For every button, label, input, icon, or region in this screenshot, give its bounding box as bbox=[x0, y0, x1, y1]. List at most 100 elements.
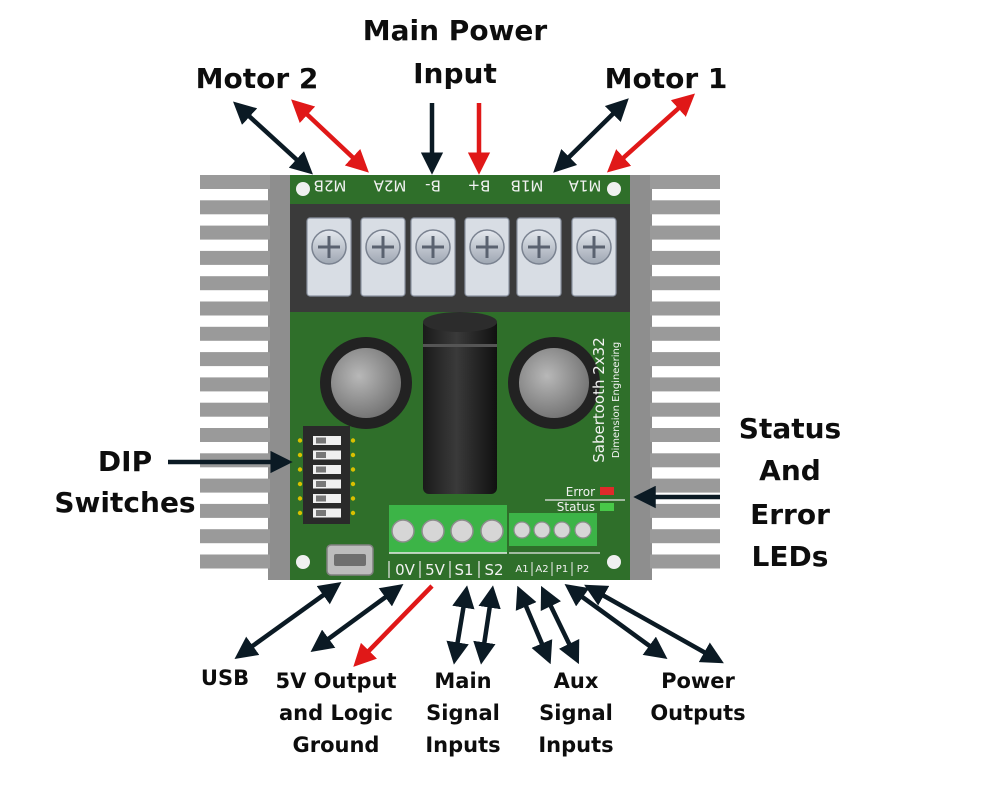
usb-port-icon[interactable] bbox=[327, 545, 373, 575]
screw-icon[interactable] bbox=[481, 520, 503, 542]
mount-hole bbox=[607, 182, 621, 196]
label-motor-2: Motor 2 bbox=[196, 62, 319, 95]
heatsink-fin bbox=[650, 428, 720, 442]
label-main-signal: Main bbox=[434, 669, 491, 693]
screw-icon[interactable] bbox=[361, 218, 405, 296]
screw-icon[interactable] bbox=[575, 522, 591, 538]
led-error-label: Error bbox=[566, 485, 595, 499]
label-usb: USB bbox=[201, 666, 249, 690]
heatsink-fin bbox=[650, 377, 720, 391]
terminal-label-b-minus: B- bbox=[425, 177, 441, 195]
arrow-icon bbox=[296, 104, 364, 168]
terminal-label-m2b: M2B bbox=[314, 177, 347, 195]
heatsink-fin bbox=[200, 479, 270, 493]
terminal-label-m1a: M1A bbox=[568, 177, 601, 195]
capacitor-disc-right bbox=[508, 337, 600, 429]
terminal-label-m2a: M2A bbox=[373, 177, 406, 195]
arrow-icon bbox=[558, 103, 624, 168]
arrow-icon bbox=[455, 592, 466, 658]
label-aux-signal-2: Signal bbox=[539, 701, 613, 725]
heatsink-fin bbox=[650, 276, 720, 290]
dip-pin bbox=[351, 511, 355, 515]
arrow-icon bbox=[358, 586, 432, 662]
label-power: Power bbox=[661, 669, 735, 693]
screw-icon[interactable] bbox=[534, 522, 550, 538]
label-main-signal-2: Signal bbox=[426, 701, 500, 725]
screw-icon[interactable] bbox=[392, 520, 414, 542]
heatsink-fin bbox=[200, 504, 270, 518]
heatsink-fin bbox=[650, 403, 720, 417]
dip-switch-lever[interactable] bbox=[316, 481, 326, 487]
screw-icon[interactable] bbox=[411, 218, 455, 296]
heatsink-fins-left bbox=[200, 175, 270, 569]
brand-model: Sabertooth 2x32 bbox=[590, 337, 608, 463]
signal-terminal-label: 0V bbox=[395, 561, 416, 579]
signal-terminal-label: S1 bbox=[454, 561, 473, 579]
screw-icon[interactable] bbox=[572, 218, 616, 296]
led-icon bbox=[600, 503, 614, 511]
dip-pin bbox=[298, 438, 302, 442]
dip-switch-lever[interactable] bbox=[316, 438, 326, 444]
label-aux-signal: Aux bbox=[554, 669, 599, 693]
label-and: And bbox=[759, 454, 821, 487]
heatsink-fin bbox=[200, 352, 270, 366]
dip-pin bbox=[298, 496, 302, 500]
signal-terminal-label: 5V bbox=[425, 561, 446, 579]
label-error: Error bbox=[750, 498, 830, 531]
heatsink-fin bbox=[200, 302, 270, 316]
brand-company: Dimension Engineering bbox=[611, 342, 622, 458]
heatsink-fin bbox=[650, 352, 720, 366]
label-and-logic: and Logic bbox=[279, 701, 393, 725]
screw-icon[interactable] bbox=[514, 522, 530, 538]
screw-icon[interactable] bbox=[465, 218, 509, 296]
heatsink-fin bbox=[650, 453, 720, 467]
heatsink-fin bbox=[650, 251, 720, 265]
heatsink-fin bbox=[200, 327, 270, 341]
dip-switch-icon[interactable] bbox=[298, 426, 355, 524]
led-status-label: Status bbox=[557, 500, 595, 514]
screw-icon[interactable] bbox=[307, 218, 351, 296]
dip-pin bbox=[298, 511, 302, 515]
heatsink-fin bbox=[650, 327, 720, 341]
dip-switch-lever[interactable] bbox=[316, 510, 326, 516]
arrow-icon bbox=[316, 588, 398, 648]
dip-switch-lever[interactable] bbox=[316, 467, 326, 473]
label-aux-signal-3: Inputs bbox=[538, 733, 613, 757]
mount-hole bbox=[296, 182, 310, 196]
screw-icon[interactable] bbox=[422, 520, 444, 542]
heatsink-fin bbox=[650, 479, 720, 493]
label-power-outputs: Outputs bbox=[650, 701, 745, 725]
label-status: Status bbox=[739, 412, 841, 445]
dip-switch-lever[interactable] bbox=[316, 452, 326, 458]
mount-hole bbox=[607, 555, 621, 569]
heatsink-fin bbox=[650, 302, 720, 316]
aux-terminal-label: A1 bbox=[515, 564, 528, 575]
label-5v-output: 5V Output bbox=[275, 669, 396, 693]
label-motor-1: Motor 1 bbox=[605, 62, 728, 95]
arrow-icon bbox=[238, 106, 308, 170]
arrow-icon bbox=[612, 98, 690, 168]
arrow-icon bbox=[482, 592, 492, 658]
screw-icon[interactable] bbox=[451, 520, 473, 542]
heatsink-fins-right bbox=[650, 175, 720, 569]
dip-pin bbox=[351, 482, 355, 486]
signal-terminal-label: S2 bbox=[484, 561, 503, 579]
screw-icon[interactable] bbox=[554, 522, 570, 538]
electrolytic-capacitor bbox=[423, 312, 497, 494]
heatsink-fin bbox=[200, 428, 270, 442]
label-leds: LEDs bbox=[752, 540, 829, 573]
led-icon bbox=[600, 487, 614, 495]
screw-icon[interactable] bbox=[517, 218, 561, 296]
dip-pin bbox=[351, 467, 355, 471]
brand-silkscreen: Sabertooth 2x32 Dimension Engineering bbox=[590, 337, 622, 463]
label-main-signal-3: Inputs bbox=[425, 733, 500, 757]
heatsink-fin bbox=[200, 226, 270, 240]
label-main-power: Main Power bbox=[363, 14, 548, 47]
heatsink-fin bbox=[200, 175, 270, 189]
capacitor-disc-left bbox=[320, 337, 412, 429]
dip-pin bbox=[298, 467, 302, 471]
dip-switch-lever[interactable] bbox=[316, 496, 326, 502]
terminal-label-b-plus: B+ bbox=[468, 177, 491, 195]
